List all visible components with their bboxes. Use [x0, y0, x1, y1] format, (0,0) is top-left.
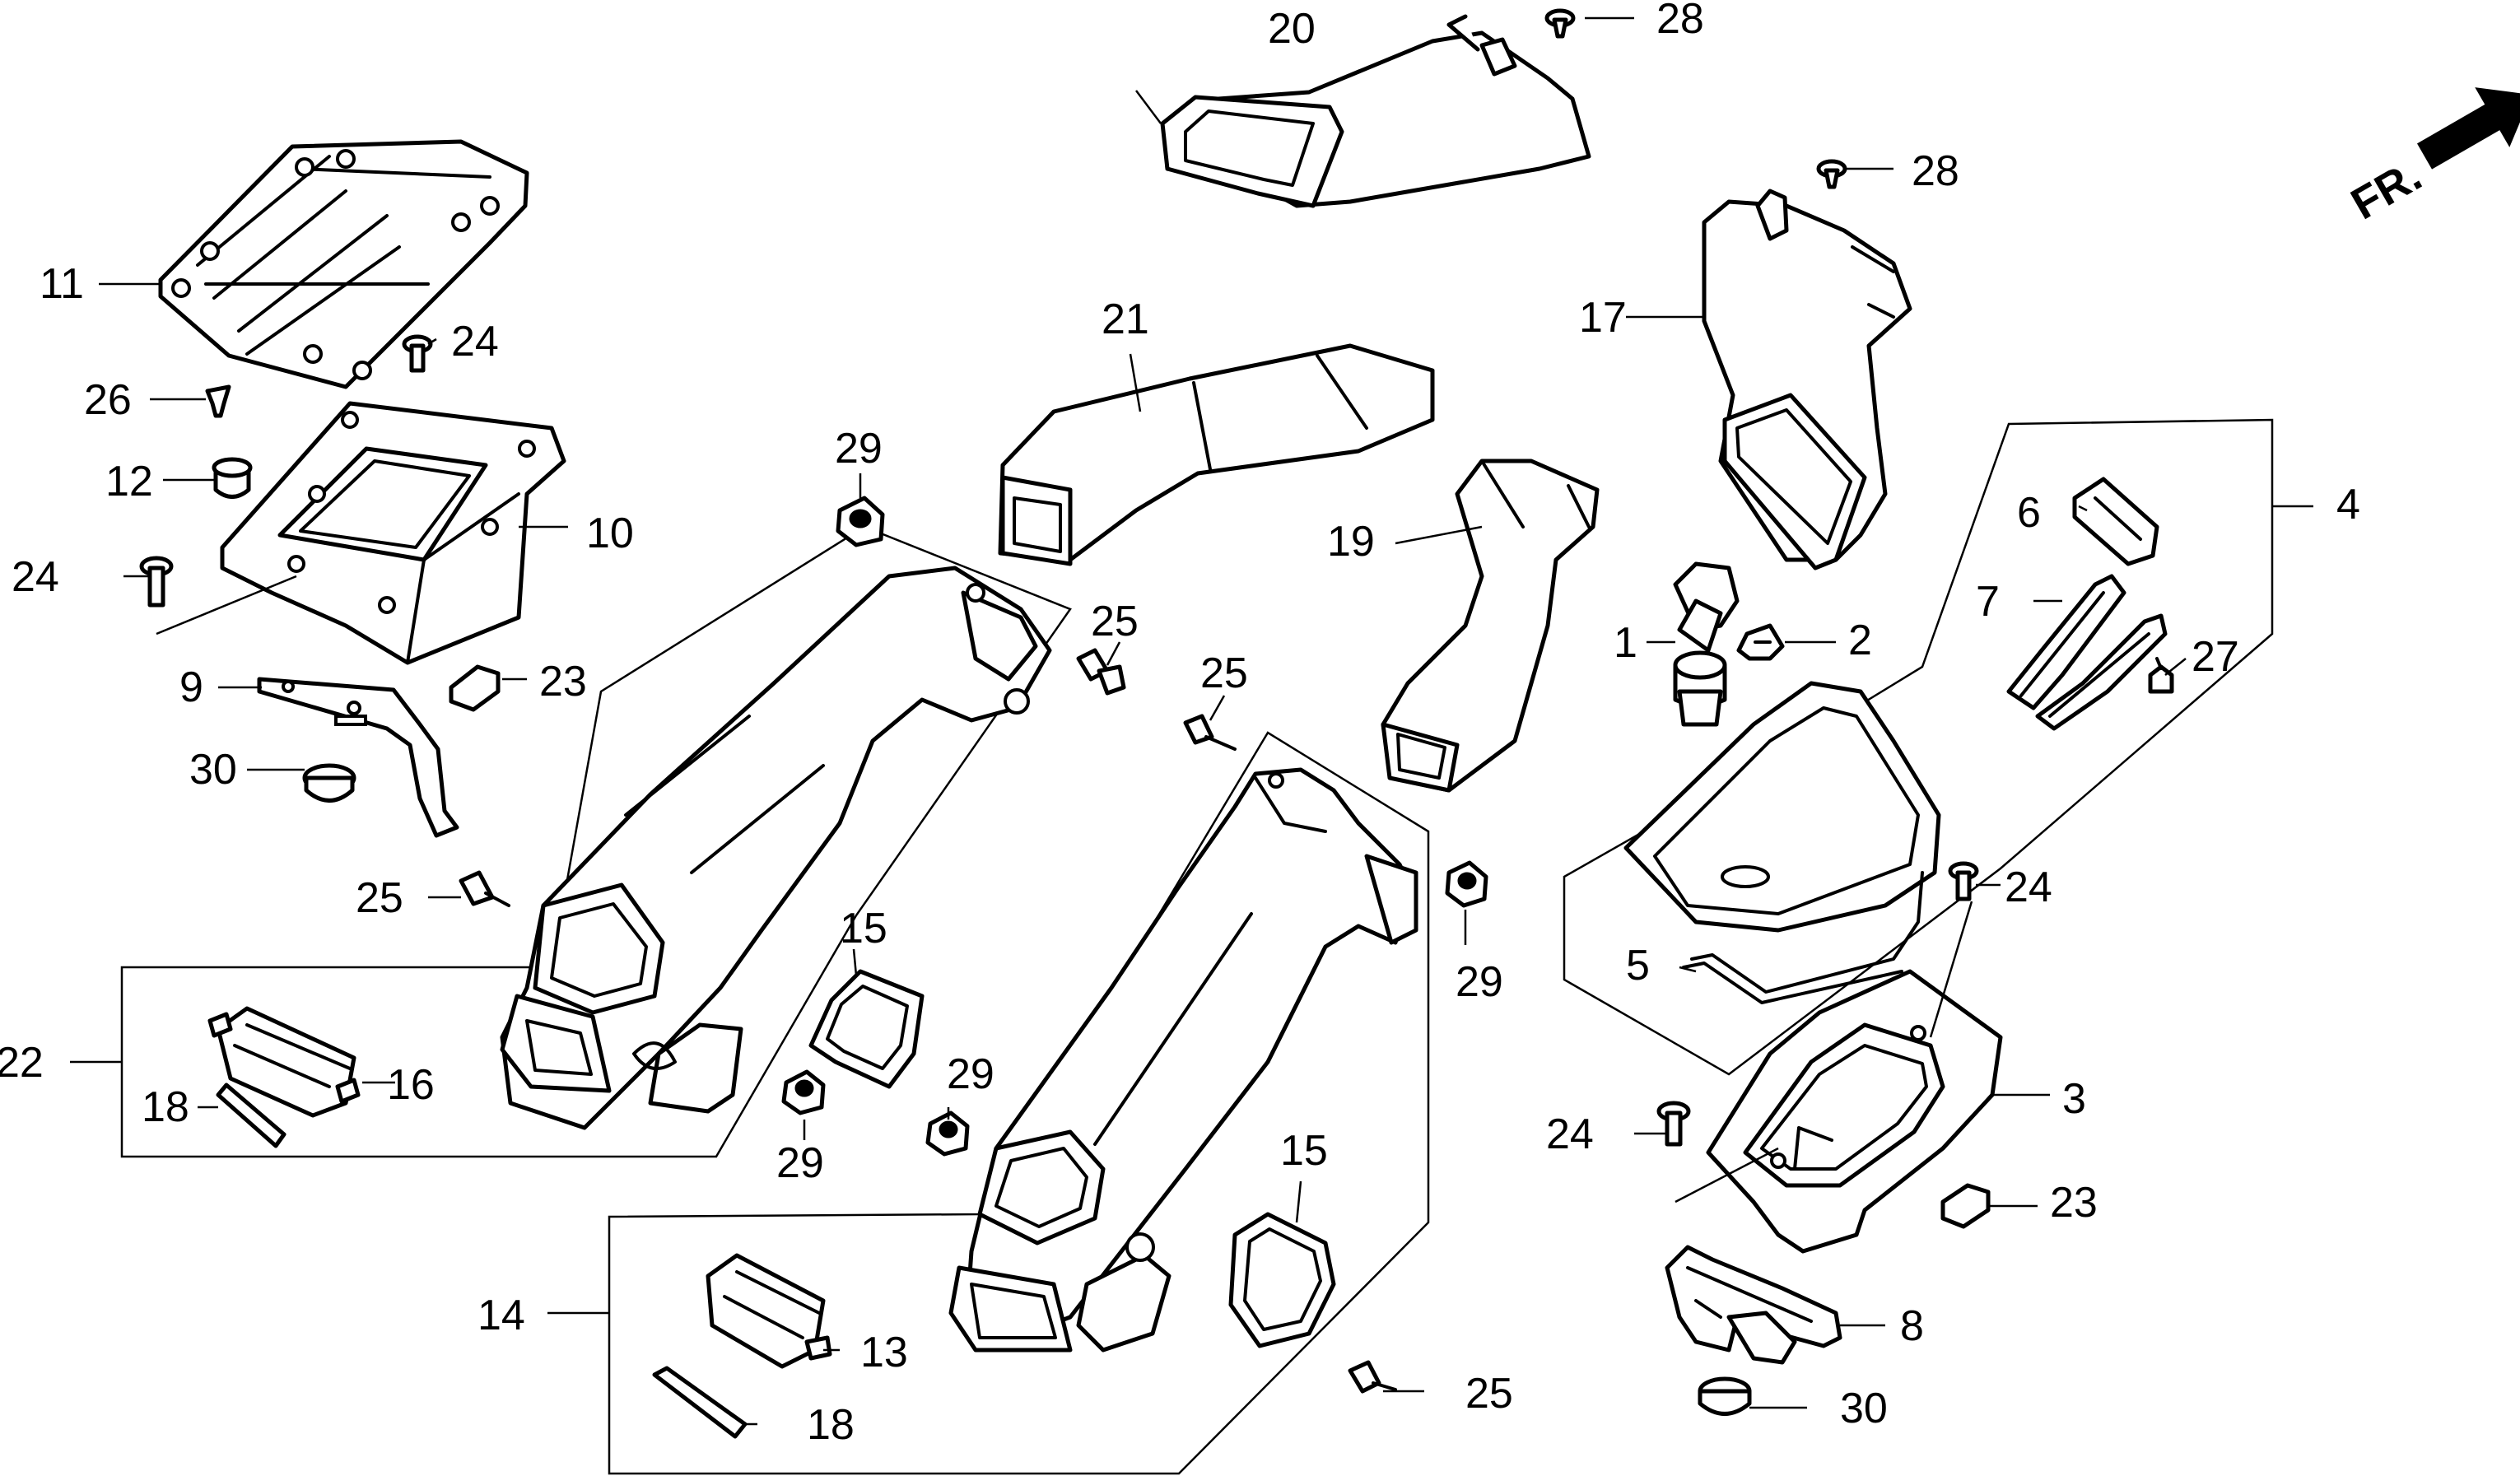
callout-24: 24 [2005, 864, 2052, 911]
callout-26: 26 [84, 376, 132, 424]
callout-25: 25 [1091, 598, 1139, 645]
part-25-screw-a [459, 870, 510, 907]
part-18-pin-b [652, 1366, 748, 1439]
part-21-duct [998, 343, 1435, 566]
part-4-lid [1623, 681, 1941, 933]
callout-11: 11 [40, 260, 84, 308]
part-30-grommet-b [1698, 1376, 1752, 1416]
part-10-base [220, 401, 566, 665]
callout-2: 2 [1848, 617, 1872, 664]
callout-29: 29 [776, 1139, 824, 1187]
callout-14: 14 [477, 1292, 525, 1339]
part-5-seal [1682, 871, 1924, 1004]
part-8-latch [1665, 1245, 1842, 1365]
callout-12: 12 [105, 458, 153, 505]
part-1-lock-cylinder [1673, 561, 1740, 727]
callout-28: 28 [1912, 147, 1959, 195]
callout-10: 10 [586, 510, 634, 557]
part-15-gasket-b [1228, 1212, 1336, 1348]
callout-18: 18 [807, 1401, 855, 1449]
callout-29: 29 [835, 425, 883, 473]
part-17-duct [1702, 189, 1912, 570]
part-16-hinge [207, 1006, 361, 1118]
callout-24: 24 [1546, 1110, 1594, 1158]
part-29-nut-b [1445, 860, 1488, 908]
part-25-screw-d [1348, 1360, 1397, 1394]
part-19-duct [1381, 459, 1600, 793]
part-25-screw-c [1183, 714, 1237, 751]
callout-27: 27 [2192, 633, 2239, 681]
front-direction-indicator: FR. [2343, 87, 2520, 229]
part-24-bolt-d [1656, 1101, 1691, 1147]
part-27-fastener [2148, 657, 2174, 694]
callout-15: 15 [840, 905, 887, 952]
callout-23: 23 [2050, 1179, 2098, 1227]
part-11-cover [158, 139, 529, 389]
callout-3: 3 [2062, 1075, 2086, 1123]
part-25-screw-b [1076, 648, 1126, 696]
part-20-duct [1160, 14, 1591, 208]
part-18-pin-a [216, 1083, 286, 1148]
callout-labels: 11 24 26 12 10 24 9 23 30 25 22 18 16 29… [0, 0, 2360, 1449]
callout-6: 6 [2017, 489, 2041, 537]
part-12-grommet [212, 457, 253, 499]
callout-17: 17 [1579, 294, 1627, 342]
callout-30: 30 [189, 746, 237, 794]
callout-24: 24 [451, 318, 499, 366]
part-29-nut-a [836, 496, 885, 547]
part-15-gasket-a [808, 969, 925, 1089]
callout-23: 23 [539, 658, 587, 705]
callout-19: 19 [1327, 518, 1375, 566]
callout-30: 30 [1840, 1385, 1888, 1432]
callout-18: 18 [142, 1083, 189, 1131]
part-2-clip [1736, 623, 1785, 661]
callout-8: 8 [1900, 1302, 1924, 1350]
callout-25: 25 [1465, 1370, 1513, 1418]
callout-9: 9 [179, 664, 203, 711]
part-7-hinge [2006, 574, 2168, 731]
part-3-housing [1706, 969, 2003, 1254]
part-22-duct [500, 566, 1052, 1130]
callout-5: 5 [1626, 942, 1650, 989]
callout-13: 13 [860, 1329, 908, 1376]
part-6-clip [2072, 477, 2159, 566]
callout-21: 21 [1102, 296, 1149, 343]
callout-16: 16 [387, 1061, 435, 1109]
part-30-grommet-a [302, 763, 356, 803]
callout-20: 20 [1268, 5, 1316, 53]
part-28-clip-a [1544, 8, 1576, 39]
front-label: FR. [2343, 151, 2429, 229]
front-arrow-icon [2417, 87, 2520, 170]
part-24-bolt-a [402, 334, 433, 373]
leader-lines [70, 16, 2313, 1426]
callout-29: 29 [947, 1050, 994, 1098]
part-28-clip-b [1816, 159, 1847, 189]
callout-24: 24 [12, 553, 59, 601]
callout-25: 25 [1200, 650, 1248, 697]
callout-29: 29 [1456, 958, 1503, 1006]
part-23-clip-a [449, 664, 501, 712]
part-26-screw [205, 384, 231, 418]
part-29-nut-d [925, 1110, 970, 1157]
part-9-bracket [257, 677, 459, 838]
callout-25: 25 [356, 874, 403, 922]
callout-22: 22 [0, 1039, 44, 1087]
callout-1: 1 [1614, 619, 1637, 667]
part-14-duct [948, 767, 1418, 1353]
part-24-bolt-c [1948, 861, 1979, 901]
callout-15: 15 [1280, 1127, 1328, 1175]
part-29-nut-c [781, 1069, 826, 1115]
part-23-clip-b [1940, 1183, 1991, 1229]
group-boundary-22 [120, 525, 1072, 1158]
callout-7: 7 [1976, 578, 2000, 626]
callout-4: 4 [2336, 481, 2360, 528]
part-24-bolt-b [139, 556, 174, 608]
part-13-hinge [706, 1253, 832, 1369]
callout-28: 28 [1656, 0, 1704, 43]
